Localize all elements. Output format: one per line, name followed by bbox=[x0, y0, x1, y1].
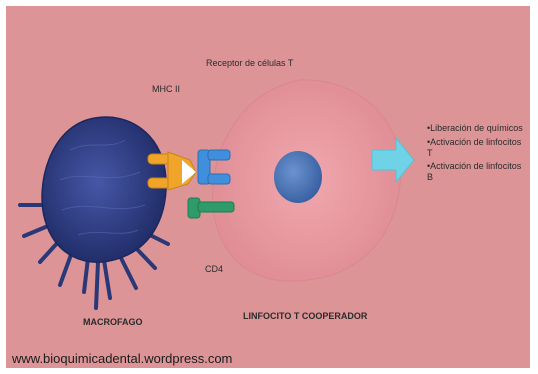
outcomes-list: •Liberación de químicos •Activación de l… bbox=[427, 123, 527, 186]
outcome-item: •Activación de linfocitos B bbox=[427, 161, 527, 183]
macrophage-body bbox=[42, 117, 166, 262]
watermark-url: www.bioquimicadental.wordpress.com bbox=[12, 351, 232, 366]
t-cell-label: LINFOCITO T COOPERADOR bbox=[243, 311, 367, 321]
receptor-label: Receptor de células T bbox=[206, 58, 293, 68]
t-cell-nucleus bbox=[274, 151, 322, 203]
cd4-label: CD4 bbox=[205, 264, 223, 274]
outcome-item: •Liberación de químicos bbox=[427, 123, 527, 134]
outcome-item: •Activación de linfocitos T bbox=[427, 137, 527, 159]
macrophage-label: MACROFAGO bbox=[83, 317, 143, 327]
t-cell bbox=[213, 80, 401, 281]
macrophage bbox=[20, 117, 168, 308]
mhc-label: MHC II bbox=[152, 84, 180, 94]
